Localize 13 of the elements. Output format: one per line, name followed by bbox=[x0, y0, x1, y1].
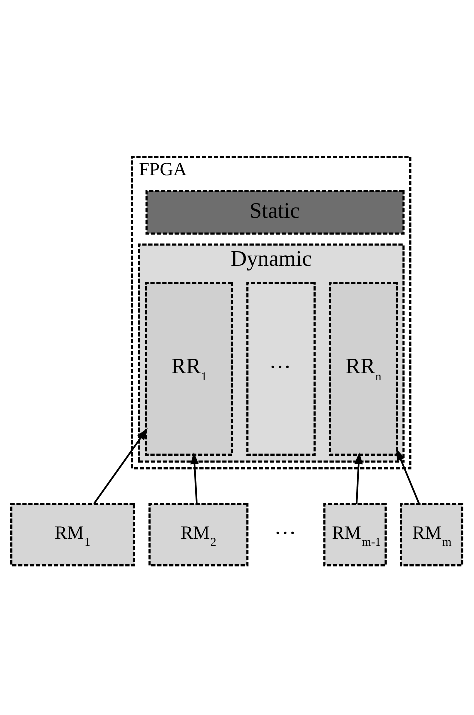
arrow bbox=[190, 452, 199, 504]
node-box: RR$_{1}$ bbox=[145, 282, 234, 456]
node-box: RM$_{2}$ bbox=[148, 502, 249, 566]
node-box: RM$_{m}$ bbox=[400, 502, 464, 566]
node-box: RM$_{m-1}$ bbox=[324, 502, 387, 566]
node-box: RM$_{1}$ bbox=[10, 502, 136, 566]
label: ··· bbox=[274, 520, 297, 545]
arrow bbox=[396, 448, 420, 504]
node-box: RR$_{n}$ bbox=[329, 282, 398, 456]
arrow bbox=[354, 452, 364, 504]
node-box: Static bbox=[146, 190, 405, 234]
node-box: ··· bbox=[246, 282, 316, 456]
arrow bbox=[93, 428, 148, 504]
